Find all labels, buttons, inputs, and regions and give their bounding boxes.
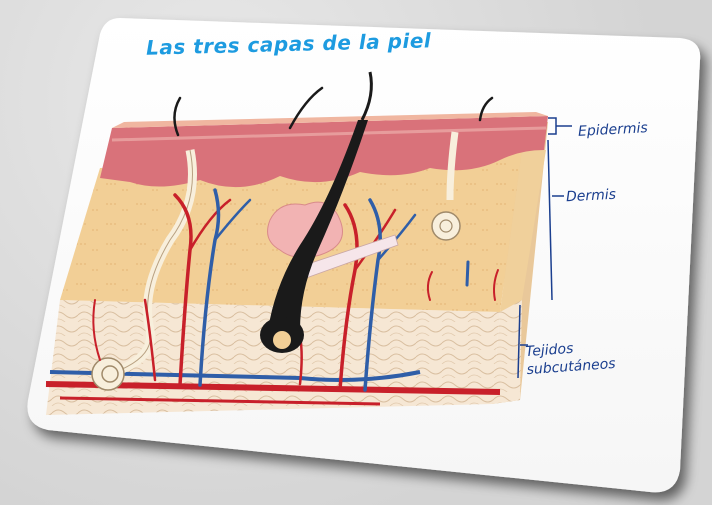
- sweat-gland-coil: [92, 358, 124, 390]
- sweat-gland-coil-right: [432, 212, 460, 240]
- label-dermis: Dermis: [566, 187, 617, 206]
- label-subcutaneous: Tejidossubcutáneos: [525, 337, 616, 379]
- hair-papilla: [273, 331, 291, 349]
- label-subcutaneous-line1: Tejidos: [525, 341, 574, 360]
